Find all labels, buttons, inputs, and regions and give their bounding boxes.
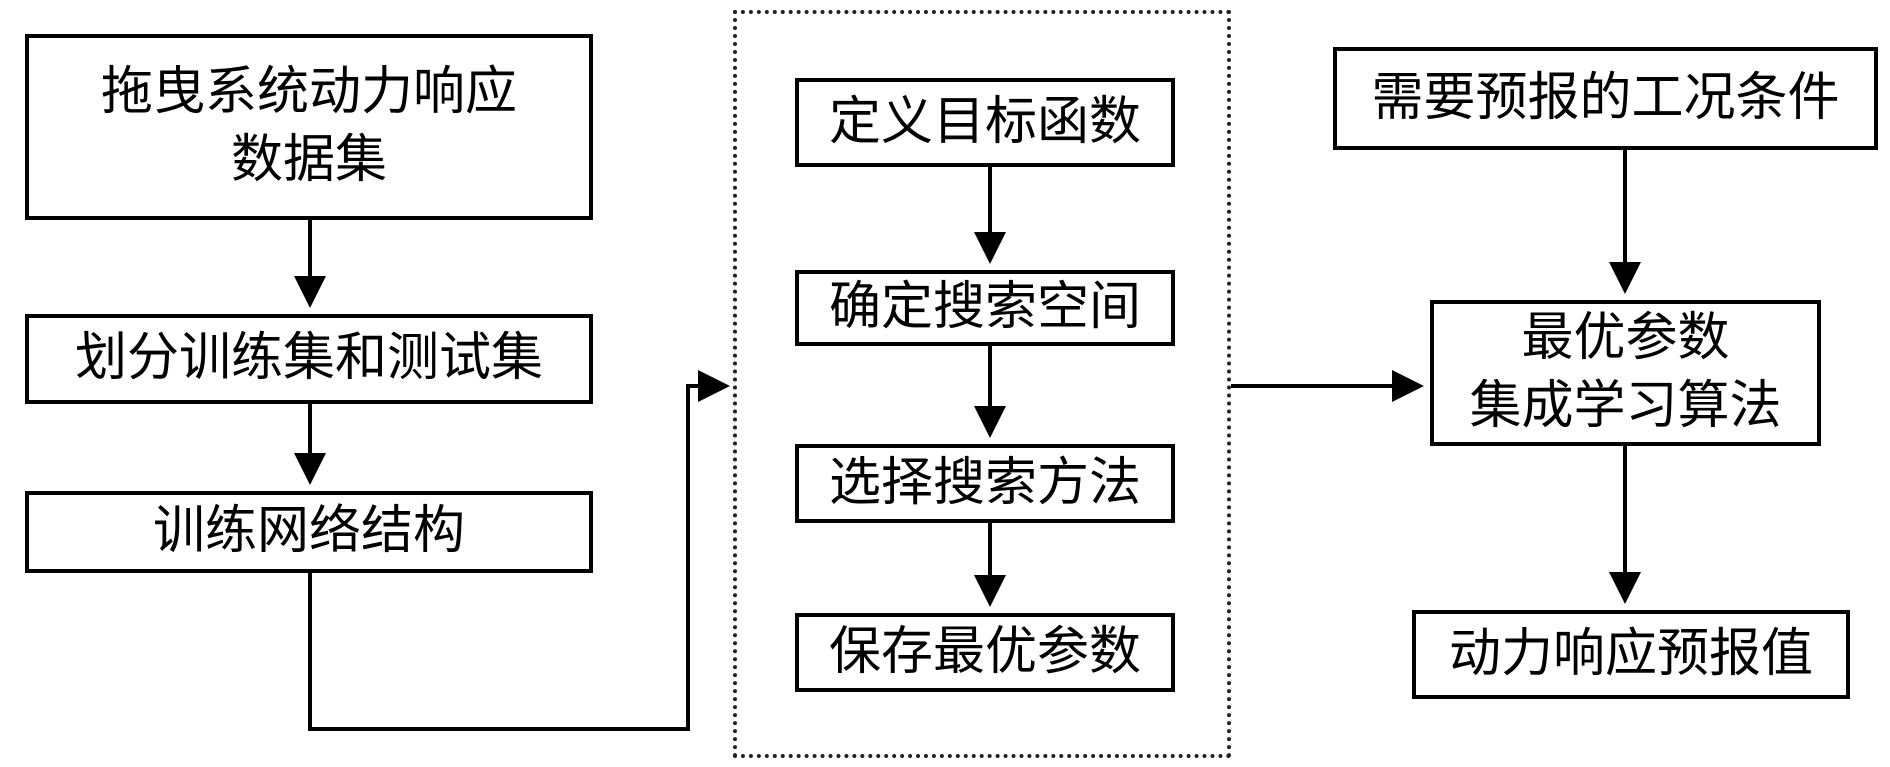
arrow-train-to-search-group	[308, 370, 730, 731]
method-node: 选择搜索方法	[795, 444, 1175, 523]
objective-node: 定义目标函数	[795, 78, 1175, 167]
dataset-node: 拖曳系统动力响应 数据集	[25, 34, 593, 220]
save-node: 保存最优参数	[795, 613, 1175, 692]
search-group-frame	[733, 10, 1231, 758]
prediction-node: 动力响应预报值	[1412, 610, 1850, 699]
dataset-label-line1: 拖曳系统动力响应	[100, 62, 517, 123]
conditions-label: 需要预报的工况条件	[1371, 67, 1840, 128]
train-label: 训练网络结构	[152, 501, 465, 562]
ensemble-label-line1: 最优参数	[1521, 308, 1730, 369]
split-node: 划分训练集和测试集	[25, 314, 593, 404]
prediction-label: 动力响应预报值	[1448, 623, 1813, 684]
conditions-node: 需要预报的工况条件	[1333, 47, 1878, 150]
train-node: 训练网络结构	[25, 491, 593, 573]
dataset-label-line2: 数据集	[230, 130, 387, 190]
ensemble-label-line2: 集成学习算法	[1469, 376, 1782, 436]
ensemble-node: 最优参数 集成学习算法	[1430, 300, 1821, 446]
method-label: 选择搜索方法	[828, 452, 1141, 513]
save-label: 保存最优参数	[828, 621, 1141, 682]
split-label: 划分训练集和测试集	[74, 328, 543, 389]
space-label: 确定搜索空间	[828, 277, 1141, 338]
space-node: 确定搜索空间	[795, 270, 1175, 346]
objective-label: 定义目标函数	[828, 91, 1141, 152]
